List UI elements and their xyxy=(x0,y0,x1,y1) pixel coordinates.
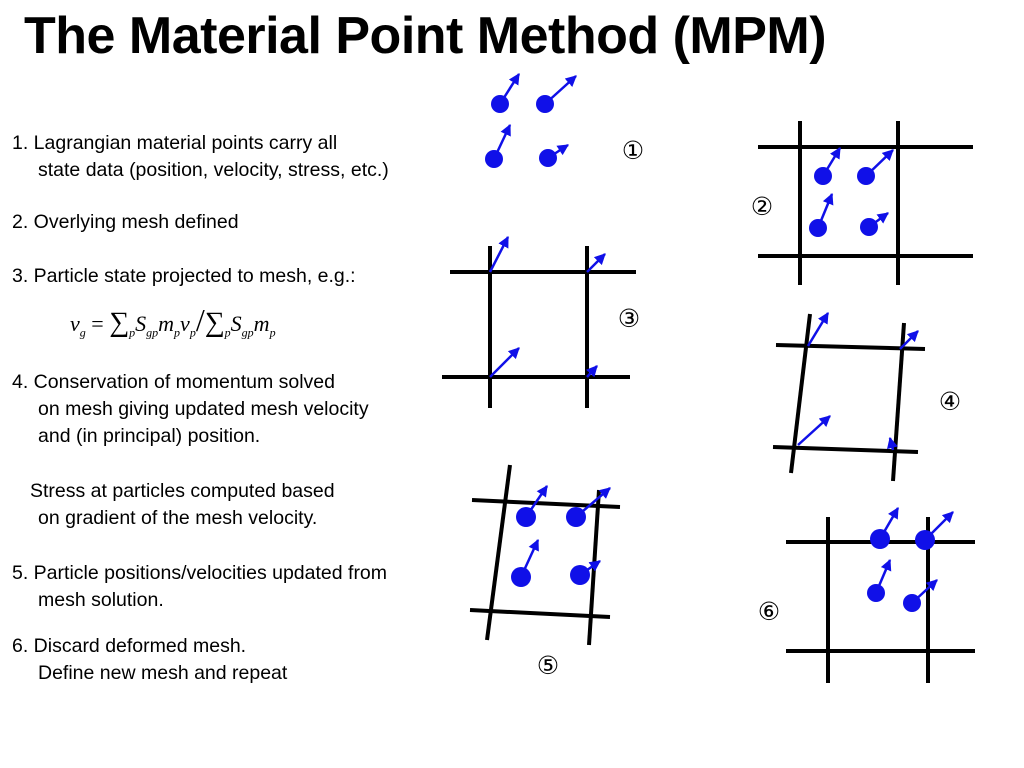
step-3: 3. Particle state projected to mesh, e.g… xyxy=(12,263,356,290)
particle xyxy=(903,594,921,612)
formula-equals: = xyxy=(85,311,110,336)
panel-label-5: ⑤ xyxy=(537,651,559,680)
panel-2: ② xyxy=(751,121,973,285)
step-3-line-1: 3. Particle state projected to mesh, e.g… xyxy=(12,265,356,287)
panel-4: ④ xyxy=(772,312,961,482)
mesh-line xyxy=(471,498,621,509)
mesh-line xyxy=(789,313,812,474)
particle xyxy=(485,150,503,168)
particle xyxy=(491,95,509,113)
formula-v-2: v xyxy=(180,311,190,336)
step-stress: Stress at particles computed based on gr… xyxy=(30,478,335,532)
step-5: 5. Particle positions/velocities updated… xyxy=(12,560,387,614)
panel-label-6: ⑥ xyxy=(758,597,780,626)
node-velocity-arrow xyxy=(586,253,606,273)
panel-5: ⑤ xyxy=(469,464,621,680)
step-4: 4. Conservation of momentum solved on me… xyxy=(12,369,369,450)
step-4-line-2: on mesh giving updated mesh velocity xyxy=(38,398,369,420)
particle xyxy=(870,529,890,549)
particle xyxy=(516,507,536,527)
node-velocity-arrow xyxy=(797,415,831,446)
particle xyxy=(860,218,878,236)
formula-sub-g: g xyxy=(79,325,86,340)
node-velocity-arrow xyxy=(806,312,830,347)
step-5-line-2: mesh solution. xyxy=(38,589,164,611)
panel-label-4: ④ xyxy=(939,387,961,416)
formula-m-2: m xyxy=(253,311,270,336)
projection-formula: vg = ∑pSgpmpvp/∑pSgpmp xyxy=(70,302,276,340)
mesh-line xyxy=(485,464,512,641)
formula-sub-p-1: p xyxy=(129,325,136,340)
formula-sub-gp-1: gp xyxy=(146,325,159,340)
node-velocity-arrow xyxy=(899,330,919,350)
formula-sum-1: ∑ xyxy=(109,307,130,338)
step-4-line-3: and (in principal) position. xyxy=(38,425,261,447)
node-velocity-arrow xyxy=(488,235,510,273)
step-stress-line-1: Stress at particles computed based xyxy=(30,480,335,502)
step-1-line-2: state data (position, velocity, stress, … xyxy=(38,159,389,181)
particle xyxy=(867,584,885,602)
step-1: 1. Lagrangian material points carry all … xyxy=(12,130,389,184)
particle xyxy=(809,219,827,237)
particle xyxy=(511,567,531,587)
particle xyxy=(857,167,875,185)
formula-v: v xyxy=(70,311,80,336)
formula-slash: / xyxy=(195,302,205,338)
formula-s-1: S xyxy=(135,311,147,336)
page-title: The Material Point Method (MPM) xyxy=(24,7,827,65)
panel-label-1: ① xyxy=(622,136,644,165)
panel-6: ⑥ xyxy=(758,507,975,683)
particle xyxy=(539,149,557,167)
formula-sum-2: ∑ xyxy=(204,307,225,338)
panel-3: ③ xyxy=(442,235,640,408)
step-2: 2. Overlying mesh defined xyxy=(12,209,239,236)
mesh-line xyxy=(891,322,906,482)
panel-label-2: ② xyxy=(751,192,773,221)
particle xyxy=(566,507,586,527)
step-5-line-1: 5. Particle positions/velocities updated… xyxy=(12,562,388,584)
formula-sub-gp-2: gp xyxy=(241,325,254,340)
step-4-line-1: 4. Conservation of momentum solved xyxy=(12,371,335,393)
particle xyxy=(915,530,935,550)
step-1-line-1: 1. Lagrangian material points carry all xyxy=(12,132,338,154)
formula-m-1: m xyxy=(158,311,175,336)
step-6-line-1: 6. Discard deformed mesh. xyxy=(12,635,247,657)
node-velocity-arrow xyxy=(586,365,598,378)
node-velocity-arrow xyxy=(489,347,520,378)
step-6: 6. Discard deformed mesh. Define new mes… xyxy=(12,633,287,687)
particle xyxy=(536,95,554,113)
formula-sub-p-3: p xyxy=(189,325,196,340)
step-6-line-2: Define new mesh and repeat xyxy=(38,662,288,684)
formula-s-2: S xyxy=(230,311,242,336)
node-velocity-arrow xyxy=(886,436,898,451)
formula-sub-p-4: p xyxy=(224,325,231,340)
particle xyxy=(814,167,832,185)
formula-sub-p-2: p xyxy=(174,325,181,340)
step-2-line-1: 2. Overlying mesh defined xyxy=(12,211,239,233)
panel-1: ① xyxy=(485,73,644,168)
formula-sub-p-5: p xyxy=(269,325,276,340)
mesh-line xyxy=(469,608,611,619)
panel-label-3: ③ xyxy=(618,304,640,333)
particle xyxy=(570,565,590,585)
step-stress-line-2: on gradient of the mesh velocity. xyxy=(38,507,318,529)
